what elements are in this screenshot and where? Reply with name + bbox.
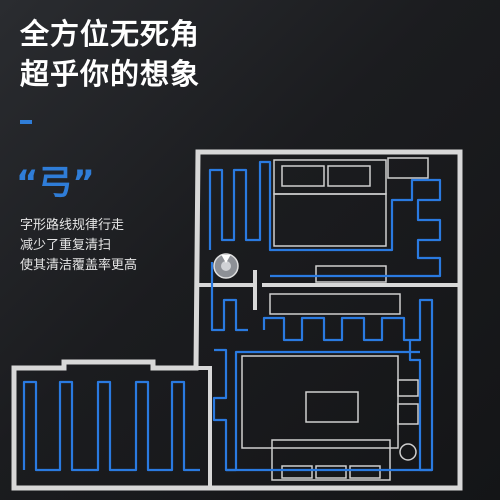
nightstand <box>387 157 429 179</box>
inner-walls <box>196 270 458 488</box>
living-rug <box>241 355 399 449</box>
robot-vacuum-icon <box>213 253 239 279</box>
headline: 全方位无死角 超乎你的想象 <box>20 14 200 94</box>
cleaning-route <box>22 160 442 472</box>
outer-walls <box>11 149 463 491</box>
headline-line-2: 超乎你的想象 <box>20 57 201 91</box>
bedroom-bench <box>315 265 387 283</box>
side-tables <box>397 379 419 425</box>
headline-line-1: 全方位无死角 <box>20 17 201 51</box>
accent-dash <box>20 120 32 124</box>
bed <box>273 159 387 247</box>
sofa <box>271 439 391 481</box>
pattern-title: “弓” <box>16 163 95 203</box>
description-line-1: 字形路线规律行走 <box>20 218 125 233</box>
description-line-3: 使其清洁覆盖率更高 <box>20 258 138 273</box>
description-line-2: 减少了重复清扫 <box>20 238 112 253</box>
tv-cabinet <box>269 293 401 315</box>
description: 字形路线规律行走 减少了重复清扫 使其清洁覆盖率更高 <box>20 216 137 276</box>
plant-pot <box>399 443 417 461</box>
coffee-table <box>305 391 359 423</box>
